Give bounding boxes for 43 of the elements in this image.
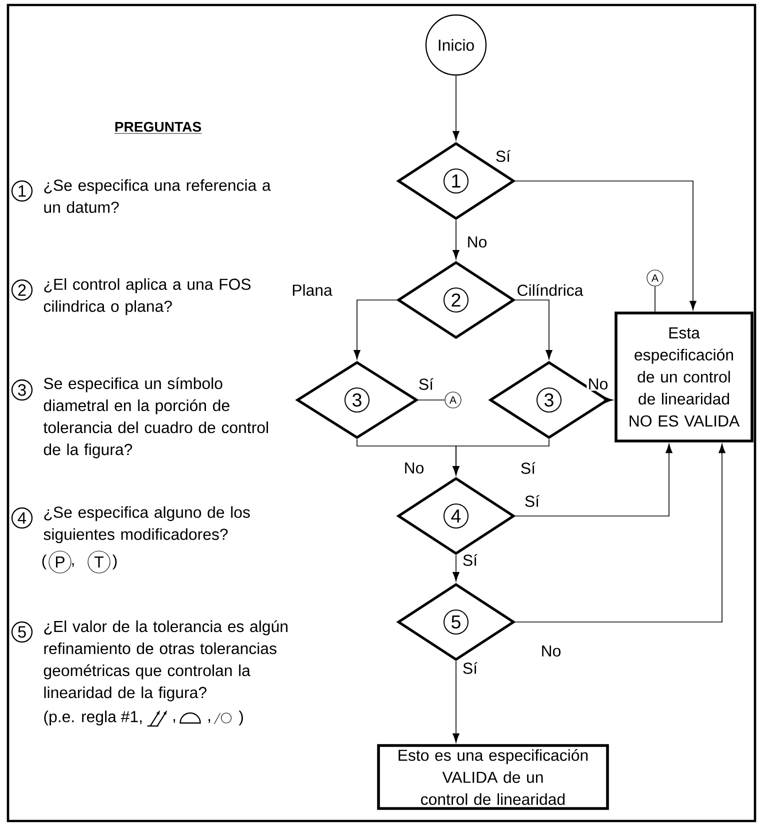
arrow	[452, 75, 460, 140]
edge-label: Sí	[417, 376, 435, 392]
punctuation: ,	[208, 719, 210, 723]
punctuation: )	[112, 554, 117, 570]
question-text: ¿Se especifica alguno de los siguientes modificadores?	[44, 506, 250, 544]
arrow	[514, 300, 552, 360]
arrow	[452, 220, 460, 260]
edge-label: Sí	[461, 552, 479, 568]
arrow	[452, 438, 550, 476]
arrow	[354, 300, 398, 360]
result-box: Esta especificación de un control de linearidad NO ES VALIDA	[614, 312, 754, 442]
question-number: 5	[11, 621, 33, 643]
edge-label: No	[586, 377, 610, 391]
edge-label: Sí	[519, 460, 537, 476]
arrow	[514, 444, 726, 622]
edge-label: Sí	[494, 148, 512, 164]
edge-label: Plana	[290, 282, 334, 298]
edge-label: No	[466, 235, 488, 249]
punctuation: )	[238, 710, 243, 726]
edge-label: No	[540, 644, 562, 658]
question-number: 2	[11, 279, 33, 301]
arrow	[452, 660, 460, 743]
question-number: 4	[11, 507, 33, 529]
example-text: (p.e. regla #1,	[44, 710, 142, 726]
punctuation: (	[42, 554, 47, 570]
arrow	[452, 554, 460, 582]
question-text: ¿El control aplica a una FOS cilindrica o plana?	[44, 278, 251, 316]
edge-label: Sí	[461, 660, 479, 676]
arrow	[514, 180, 696, 310]
question-number: 1	[11, 180, 33, 202]
edge-label: No	[402, 461, 426, 475]
arrow	[604, 396, 614, 404]
question-text: Se especifica un símbolo diametral en la porción de tolerancia del cuadro de control de la figura?	[43, 377, 268, 458]
arrow	[514, 444, 672, 516]
section-heading: PREGUNTAS	[114, 122, 202, 134]
question-text: ¿Se especifica una referencia a un datum?	[44, 179, 271, 213]
punctuation: ,	[173, 719, 176, 723]
result-box: Esto es una especificación VALIDA de un control de linearidad	[377, 744, 609, 810]
question-number: 3	[11, 379, 33, 401]
question-text: ¿El valor de la tolerancia es algún refinamiento de otras tolerancias geométricas que controlan la linearidad de la figura?	[44, 620, 288, 702]
edge-label: Sí	[523, 494, 541, 508]
edge-label: Cilíndrica	[516, 282, 584, 298]
punctuation: ,	[72, 563, 74, 567]
